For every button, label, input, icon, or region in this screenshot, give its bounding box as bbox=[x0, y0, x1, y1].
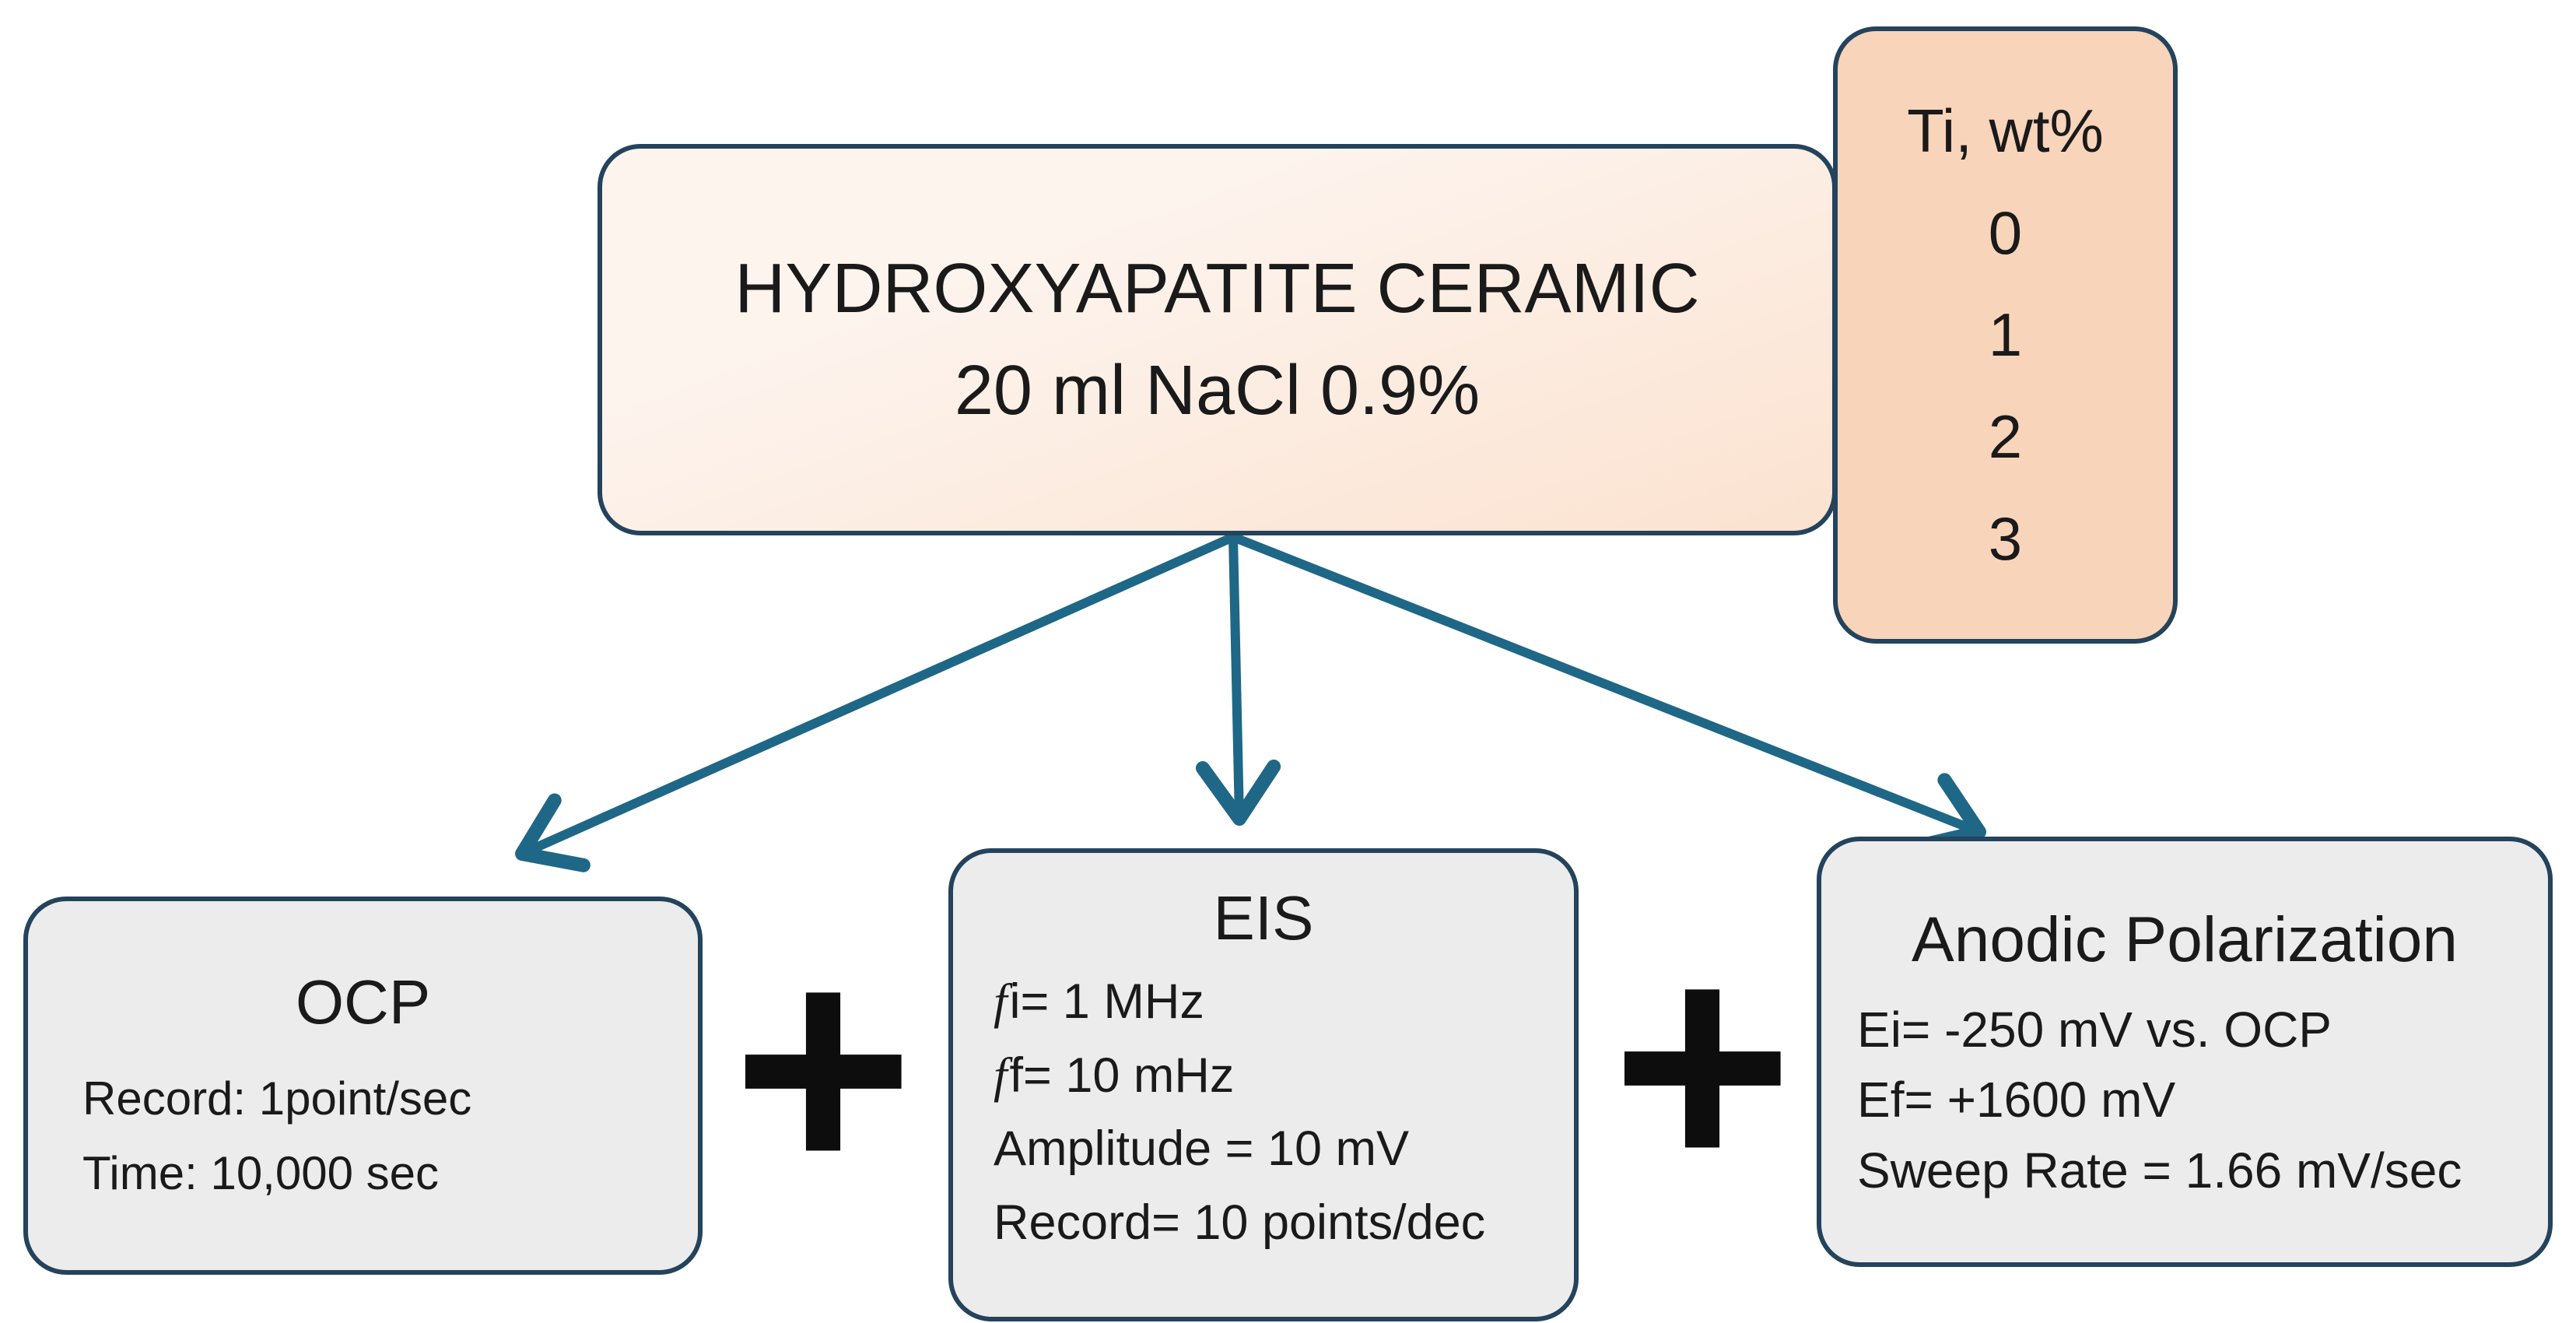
eis-line-text: Record= 10 points/dec bbox=[994, 1195, 1486, 1250]
anodic-line: Sweep Rate = 1.66 mV/sec bbox=[1857, 1142, 2462, 1199]
main-box-line1: HYDROXYAPATITE CERAMIC bbox=[734, 250, 1700, 328]
eis-line-text: i= 1 MHz bbox=[1009, 974, 1204, 1029]
italic-f: f bbox=[994, 974, 1008, 1029]
ti-wt-percent-box: Ti, wt% 0 1 2 3 bbox=[1833, 26, 2178, 644]
ti-value: 0 bbox=[1988, 198, 2023, 267]
main-box-line2: 20 ml NaCl 0.9% bbox=[954, 351, 1481, 430]
plus-operator: + bbox=[732, 893, 914, 1241]
eis-box-title: EIS bbox=[1213, 883, 1314, 953]
arrow-to-eis bbox=[1195, 532, 1281, 826]
eis-box: EIS fi= 1 MHz ff= 10 mHz Amplitude = 10 … bbox=[948, 848, 1579, 1321]
ocp-line: Record: 1point/sec bbox=[82, 1072, 472, 1125]
italic-f: f bbox=[994, 1048, 1008, 1103]
arrow-to-ocp bbox=[515, 532, 1238, 872]
anodic-box-title: Anodic Polarization bbox=[1912, 904, 2458, 975]
ocp-box-title: OCP bbox=[295, 967, 431, 1037]
eis-line: Record= 10 points/dec bbox=[994, 1186, 1533, 1260]
arrow-to-anodic-polarization bbox=[1228, 532, 1986, 854]
eis-line: ff= 10 mHz bbox=[994, 1039, 1533, 1113]
anodic-polarization-box: Anodic Polarization Ei= -250 mV vs. OCP … bbox=[1817, 837, 2553, 1267]
eis-line: fi= 1 MHz bbox=[994, 965, 1533, 1039]
eis-line: Amplitude = 10 mV bbox=[994, 1112, 1533, 1186]
ti-value: 2 bbox=[1988, 402, 2023, 472]
anodic-line: Ef= +1600 mV bbox=[1857, 1072, 2176, 1128]
ocp-box: OCP Record: 1point/sec Time: 10,000 sec bbox=[23, 897, 703, 1275]
ti-box-title: Ti, wt% bbox=[1907, 96, 2104, 165]
eis-line-text: Amplitude = 10 mV bbox=[994, 1121, 1410, 1176]
anodic-line: Ei= -250 mV vs. OCP bbox=[1857, 1001, 2332, 1058]
plus-operator: + bbox=[1611, 890, 1793, 1238]
ocp-line: Time: 10,000 sec bbox=[82, 1147, 439, 1199]
eis-line-text: f= 10 mHz bbox=[1009, 1048, 1235, 1103]
ti-value: 1 bbox=[1988, 300, 2023, 369]
ti-value: 3 bbox=[1988, 504, 2023, 574]
hydroxyapatite-ceramic-box: HYDROXYAPATITE CERAMIC 20 ml NaCl 0.9% bbox=[598, 144, 1837, 535]
